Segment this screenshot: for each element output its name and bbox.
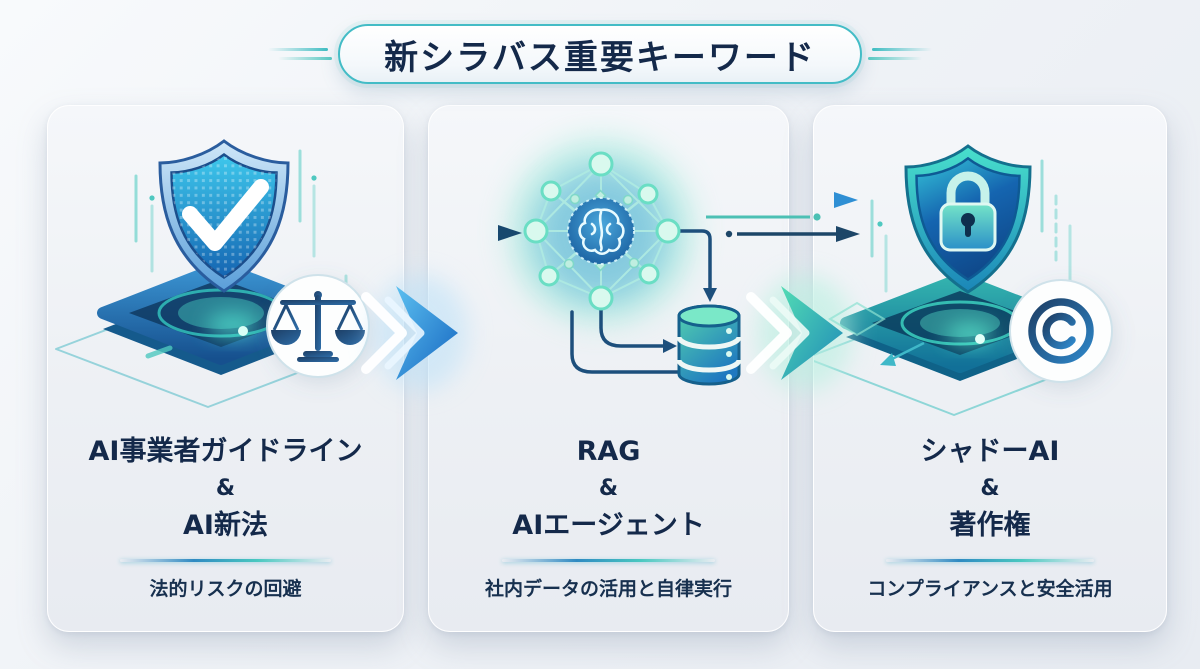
brain-icon: [567, 197, 635, 265]
card3-keyword-line2: 著作権: [949, 510, 1031, 541]
card1-keyword-line1: AI事業者ガイドライン: [88, 436, 363, 467]
card3-ampersand: &: [980, 476, 1000, 501]
header: 新シラバス重要キーワード: [0, 24, 1200, 84]
card-ai-guidelines: AI事業者ガイドライン & AI新法 法的リスクの回避: [47, 105, 404, 632]
card2-subtitle: 社内データの活用と自律実行: [484, 578, 732, 600]
title-pill: 新シラバス重要キーワード: [338, 24, 862, 84]
accent-dash-icon: [145, 345, 173, 359]
accent-lines-icon: [134, 149, 348, 343]
title-right-lines-icon: [867, 46, 932, 62]
card3-keyword-line1: シャドーAI: [920, 436, 1060, 467]
accent-lines-icon: [870, 159, 1072, 293]
card3-divider: [885, 559, 1095, 562]
card-rag-agent: RAG & AIエージェント 社内データの活用と自律実行: [428, 105, 789, 632]
copyright-icon: [1009, 279, 1115, 388]
card1-ampersand: &: [215, 476, 236, 501]
justice-scales-icon: [266, 274, 372, 383]
card3-subtitle: コンプライアンスと安全活用: [867, 578, 1113, 600]
flow-arrow-icons: [570, 229, 717, 374]
card3-illustration-svg: [814, 144, 1115, 416]
card1-illustration: [48, 106, 403, 426]
card1-subtitle: 法的リスクの回避: [149, 578, 302, 600]
card3-illustration: [814, 106, 1166, 426]
diagonal-arrow-icon: [880, 341, 925, 366]
shield-check-icon: [158, 139, 290, 293]
card2-illustration-svg: [509, 139, 742, 386]
card1-divider: [120, 559, 331, 562]
card2-ampersand: &: [598, 476, 619, 501]
card1-keyword-line2: AI新法: [183, 510, 268, 541]
title-left-lines-icon: [268, 46, 333, 62]
card3-text: シャドーAI & 著作権 コンプライアンスと安全活用: [822, 432, 1158, 601]
card-shadow-ai-copyright: シャドーAI & 著作権 コンプライアンスと安全活用: [813, 105, 1167, 632]
card2-illustration: [429, 106, 788, 426]
page-title: 新シラバス重要キーワード: [384, 37, 816, 78]
card2-keyword-line1: RAG: [576, 436, 641, 467]
card1-illustration-svg: [55, 139, 372, 408]
card2-keyword-line2: AIエージェント: [512, 510, 705, 541]
card2-divider: [502, 559, 715, 562]
database-icon: [676, 304, 742, 386]
card1-text: AI事業者ガイドライン & AI新法 法的リスクの回避: [56, 432, 395, 601]
padlock-icon: [939, 171, 997, 252]
card2-text: RAG & AIエージェント 社内データの活用と自律実行: [437, 432, 780, 601]
shield-lock-icon: [904, 144, 1032, 294]
